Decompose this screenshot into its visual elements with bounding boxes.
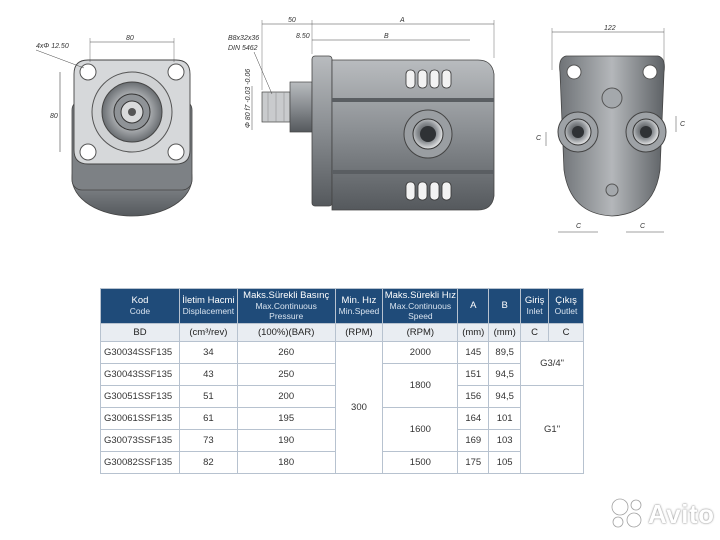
dim-122: 122 <box>604 25 616 32</box>
displacement-cell: 73 <box>178 429 238 452</box>
code-cell: G30043SSF135 <box>100 363 180 386</box>
unit-cell: (mm) <box>457 323 490 342</box>
b-cell: 89,5 <box>488 341 522 364</box>
code-cell: G30061SSF135 <box>100 407 180 430</box>
unit-cell: C <box>548 323 584 342</box>
shaft-spec-2: DIN 5462 <box>228 45 258 52</box>
unit-cell: (mm) <box>488 323 522 342</box>
displacement-cell: 51 <box>178 385 238 408</box>
side-view: 50 A 8.50 B B8x32x36 DIN 5462 Φ 80 f7 -0… <box>228 17 495 211</box>
a-cell: 151 <box>457 363 490 386</box>
max-speed-cell: 1800 <box>382 363 459 408</box>
units-row: BD (cm³/rev) (100%)(BAR) (RPM) (RPM) (mm… <box>100 323 584 342</box>
dim-8-50: 8.50 <box>296 33 310 40</box>
dim-b: B <box>384 33 389 40</box>
table-row: G30073SSF135 73 190 169 103 <box>100 429 584 452</box>
pressure-cell: 200 <box>236 385 336 408</box>
table-row: G30034SSF135 34 260 300 2000 145 89,5 G3… <box>100 341 584 474</box>
max-speed-cell: 2000 <box>382 341 459 364</box>
dim-80-side: 80 <box>50 113 58 120</box>
a-cell: 164 <box>457 407 490 430</box>
b-cell: 105 <box>488 451 522 474</box>
header-a: A <box>457 288 490 324</box>
front-view: 80 80 4xΦ 12.50 <box>35 35 193 217</box>
table-row: G30043SSF135 43 250 1800 151 94,5 <box>100 363 584 408</box>
b-cell: 101 <box>488 407 522 430</box>
a-cell: 175 <box>457 451 490 474</box>
dim-c-bottom-right: C <box>640 223 646 230</box>
holes-label: 4xΦ 12.50 <box>36 43 69 50</box>
unit-cell: BD <box>100 323 180 342</box>
header-b: B <box>488 288 522 324</box>
dim-50: 50 <box>288 17 296 24</box>
displacement-cell: 43 <box>178 363 238 386</box>
dim-c-bottom-left: C <box>576 223 582 230</box>
dim-a: A <box>399 17 405 24</box>
displacement-cell: 82 <box>178 451 238 474</box>
unit-cell: (RPM) <box>382 323 459 342</box>
dim-c-left: C <box>536 135 542 142</box>
max-speed-cell: 1500 <box>382 451 459 474</box>
avito-watermark: Avito <box>608 495 714 531</box>
displacement-cell: 61 <box>178 407 238 430</box>
b-cell: 103 <box>488 429 522 452</box>
dim-c-right: C <box>680 121 686 128</box>
rear-view: 122 C C C C <box>536 25 686 233</box>
max-speed-cell: 1600 <box>382 407 459 452</box>
table-row: G30082SSF135 82 180 1500 175 105 <box>100 451 584 474</box>
technical-drawings: 80 80 4xΦ 12.50 <box>35 17 686 233</box>
dim-80-top: 80 <box>126 35 134 42</box>
shaft-spec-1: B8x32x36 <box>228 35 259 42</box>
avito-logo-icon <box>611 498 642 528</box>
unit-cell: (cm³/rev) <box>178 323 238 342</box>
code-cell: G30082SSF135 <box>100 451 180 474</box>
watermark-text: Avito <box>648 499 715 529</box>
a-cell: 145 <box>457 341 490 364</box>
b-cell: 94,5 <box>488 363 522 386</box>
pressure-cell: 190 <box>236 429 336 452</box>
pressure-cell: 195 <box>236 407 336 430</box>
pressure-cell: 180 <box>236 451 336 474</box>
tolerance-label: Φ 80 f7 -0.03 -0.06 <box>245 69 252 128</box>
unit-cell: (RPM) <box>334 323 384 342</box>
unit-cell: C <box>520 323 550 342</box>
unit-cell: (100%)(BAR) <box>236 323 336 342</box>
min-speed-cell: 300 <box>334 341 384 474</box>
a-cell: 156 <box>457 385 490 408</box>
displacement-cell: 34 <box>178 341 238 364</box>
code-cell: G30034SSF135 <box>100 341 180 364</box>
code-cell: G30073SSF135 <box>100 429 180 452</box>
code-cell: G30051SSF135 <box>100 385 180 408</box>
b-cell: 94,5 <box>488 385 522 408</box>
pressure-cell: 260 <box>236 341 336 364</box>
port-size-cell: G1" <box>520 385 584 474</box>
pressure-cell: 250 <box>236 363 336 386</box>
port-size-cell: G3/4" <box>520 341 584 386</box>
a-cell: 169 <box>457 429 490 452</box>
